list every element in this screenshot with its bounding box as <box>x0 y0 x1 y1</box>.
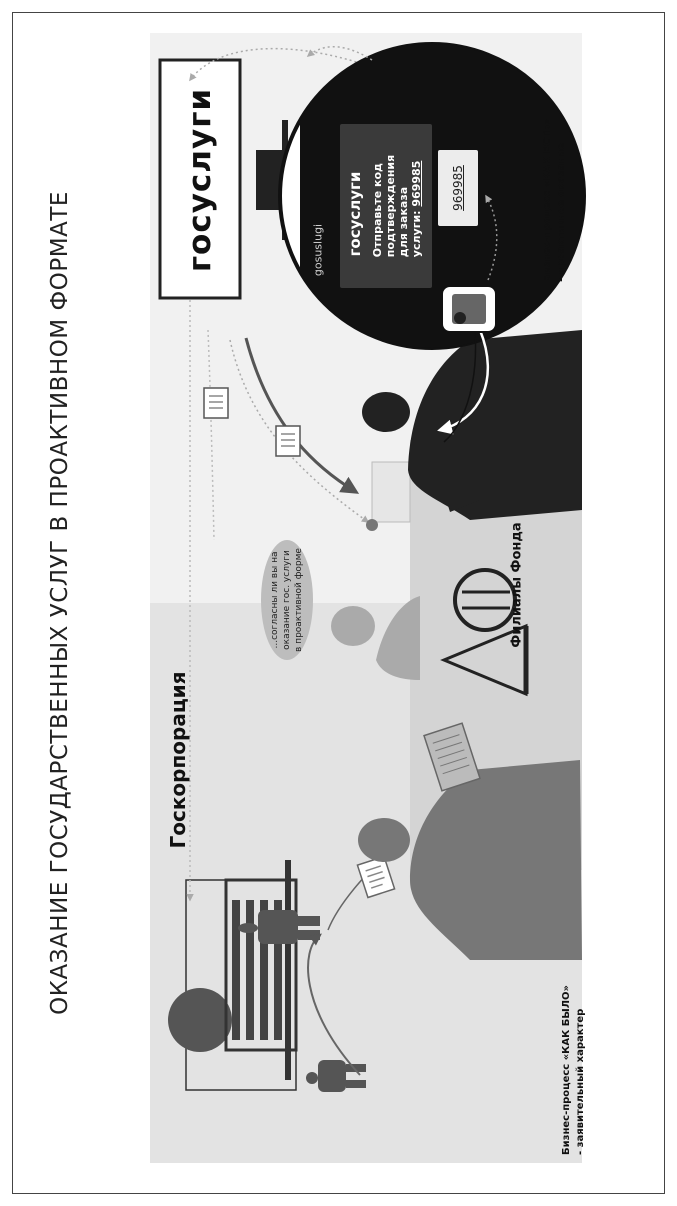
bubble-line-2: оказание гос. услуги <box>281 548 293 652</box>
sms-line-4-label: услуги: <box>410 207 423 258</box>
filialy-fonda-label: Филиалы Фонда <box>510 522 525 647</box>
operator-desk <box>366 462 410 531</box>
process-was-line-2: - заявительный характер <box>574 985 588 1155</box>
sms-line-2: подтверждения <box>384 155 397 257</box>
goskorporatsiya-label: Госкорпорация <box>166 671 190 848</box>
document-icon-2 <box>204 388 228 418</box>
phone-icon <box>442 286 496 332</box>
process-was-line-1: Бизнес-процесс «КАК БЫЛО» <box>560 985 574 1155</box>
sms-reply-code: 969985 <box>451 165 465 211</box>
gosuslugi-screen-label: госуслуги <box>182 88 218 272</box>
process-was-caption: Бизнес-процесс «КАК БЫЛО» - заявительный… <box>560 985 588 1155</box>
process-is-line-1: Бизнес-процесс «КАК ЕСТЬ» <box>541 118 555 282</box>
sms-line-3: для заказа <box>397 155 410 257</box>
speech-bubble-text: ...согласны ли вы на оказание гос. услуг… <box>269 548 305 652</box>
process-is-caption: Бизнес-процесс «КАК ЕСТЬ» - проактивное … <box>541 118 569 282</box>
sms-app-topbar: gosuslugi <box>312 224 325 276</box>
document-icon-3 <box>276 426 300 456</box>
bubble-line-3: в проактивной форме <box>293 548 305 652</box>
sms-code-inline: 969985 <box>410 161 423 207</box>
sms-line-4: услуги: 969985 <box>410 155 423 257</box>
sms-brand: госуслуги <box>346 172 364 257</box>
sms-message: Отправьте код подтверждения для заказа у… <box>371 155 423 257</box>
bubble-line-1: ...согласны ли вы на <box>269 548 281 652</box>
process-is-line-2: - проактивное оказание <box>555 118 569 282</box>
sms-line-1: Отправьте код <box>371 155 384 257</box>
